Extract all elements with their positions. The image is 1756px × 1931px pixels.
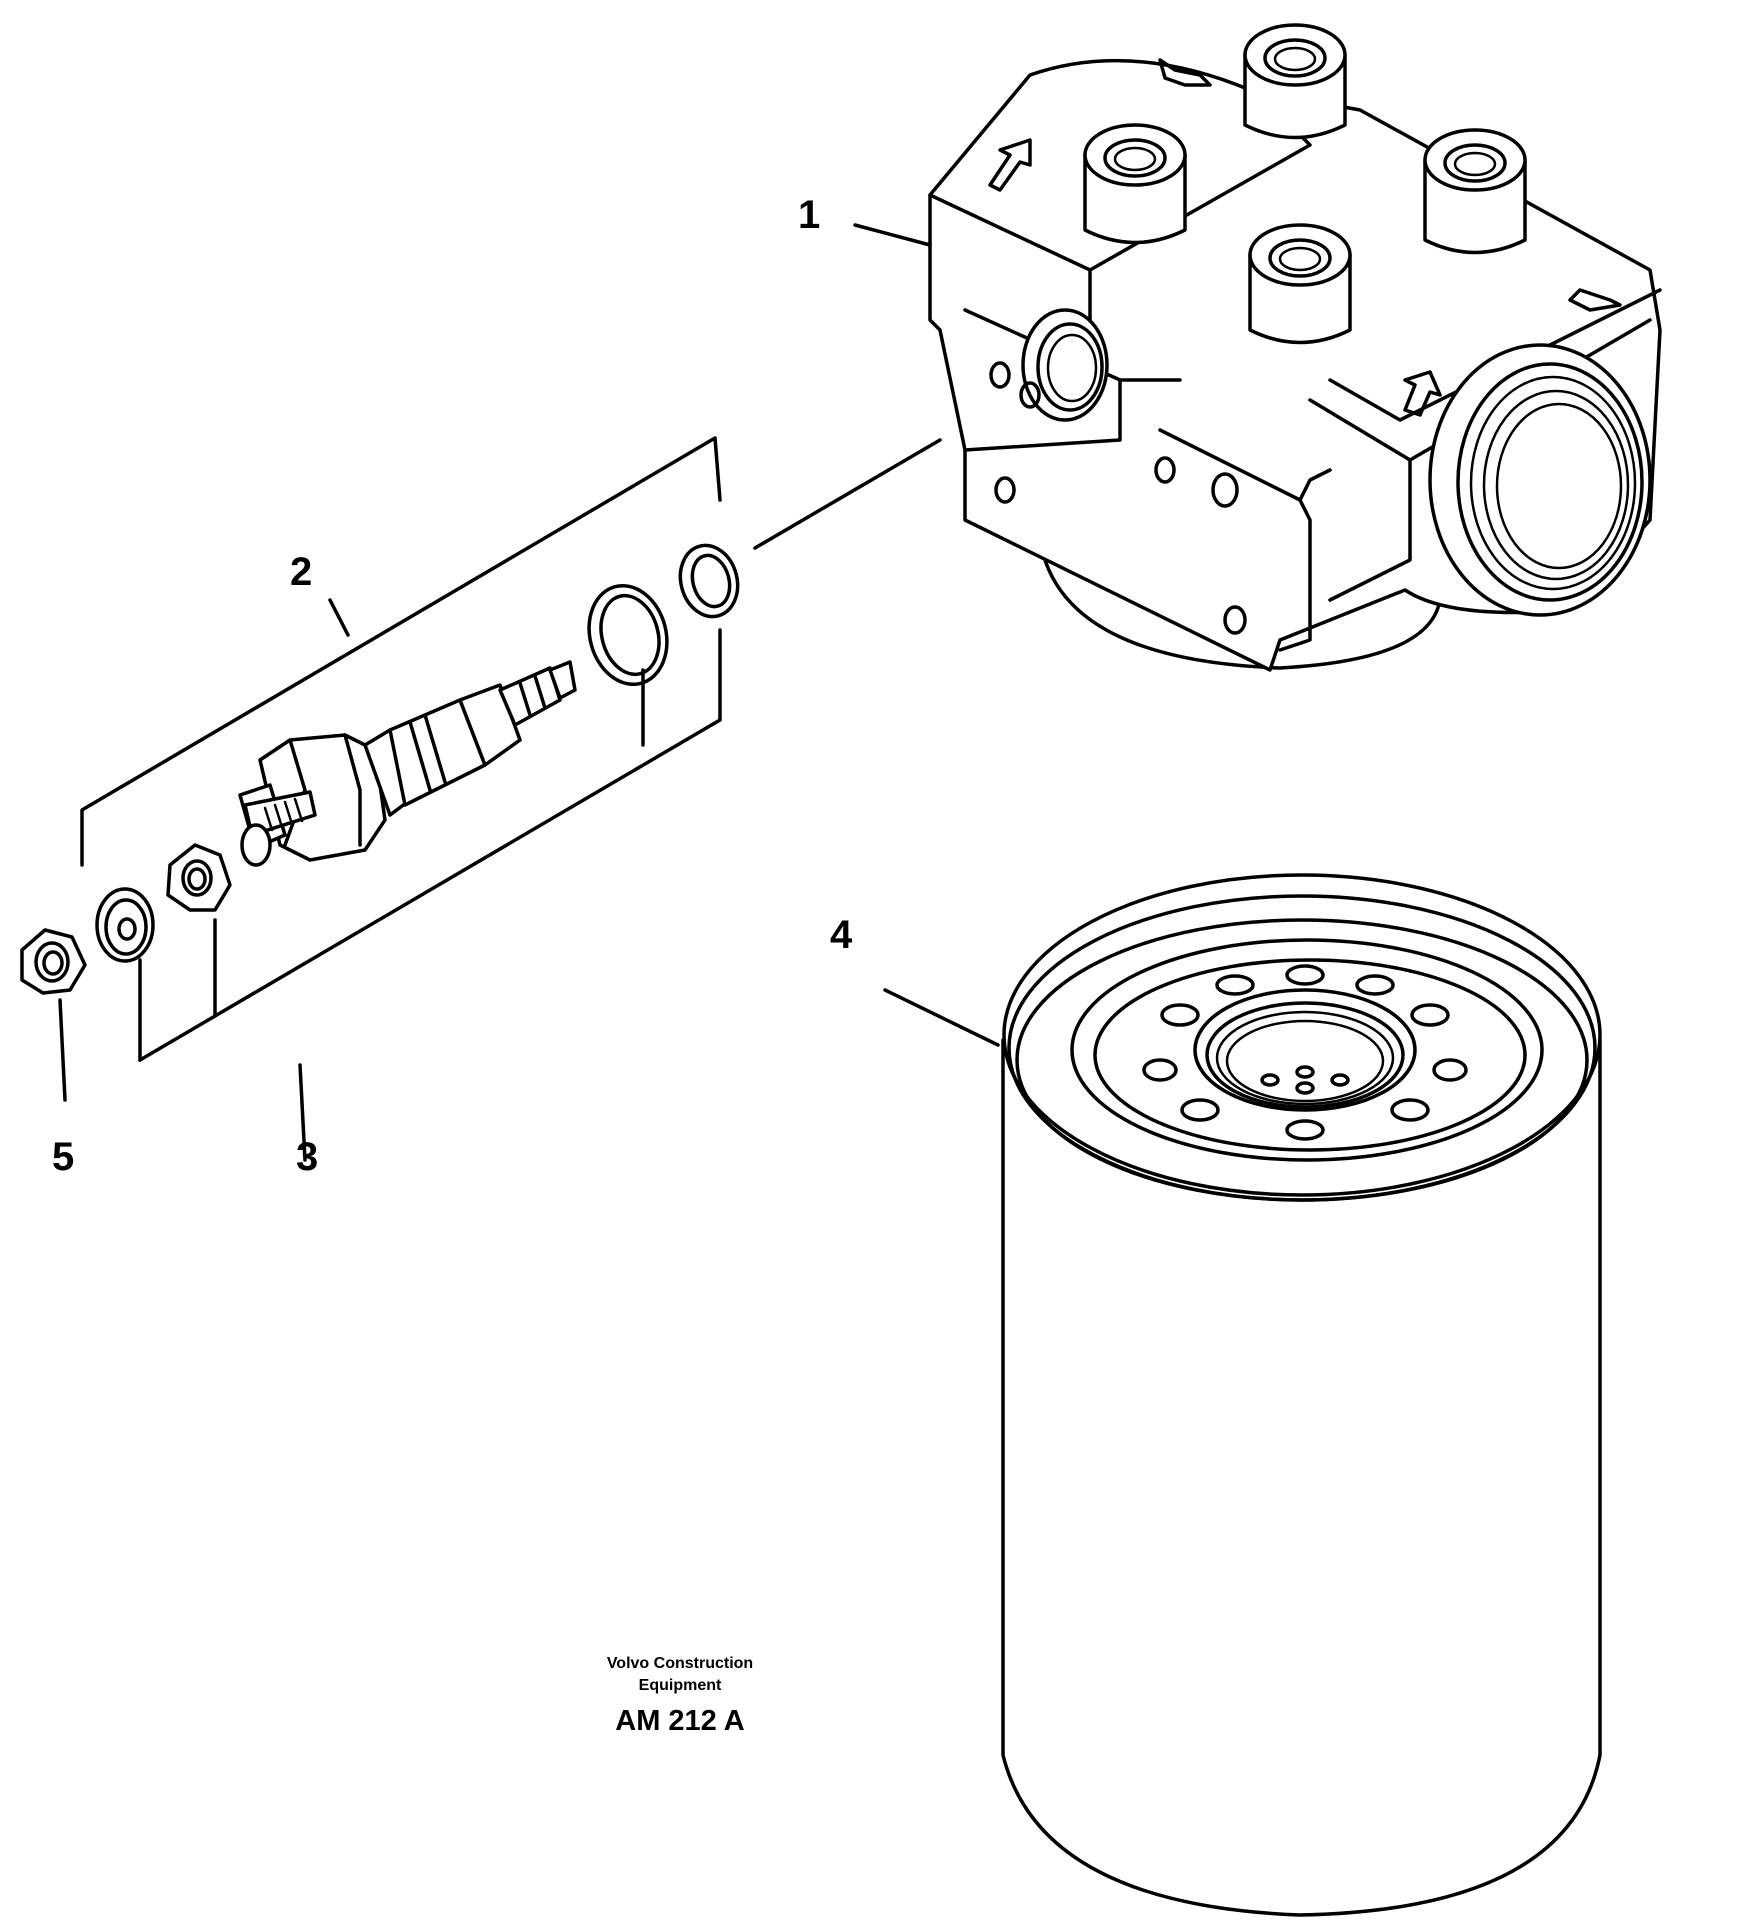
o-ring-small[interactable] <box>673 539 746 623</box>
boss-left <box>1083 123 1187 245</box>
filter-cartridge[interactable] <box>1001 873 1602 1917</box>
o-ring-large[interactable] <box>578 577 677 693</box>
leader-lines <box>298 223 1000 1162</box>
callout-1: 1 <box>798 193 820 237</box>
pressure-switch[interactable] <box>238 660 577 867</box>
publisher-line-2: Equipment <box>639 1677 722 1694</box>
filter-inlet-holes <box>1142 964 1468 1141</box>
callout-2: 2 <box>290 550 312 594</box>
hex-nut-3[interactable] <box>166 843 232 912</box>
mount-holes <box>989 361 1247 635</box>
callout-5: 5 <box>52 1135 74 1179</box>
boss-top <box>1243 23 1347 140</box>
publisher-line-1: Volvo Construction <box>607 1655 753 1672</box>
callout-4: 4 <box>830 913 853 957</box>
drawing-code: AM 212 A <box>615 1705 745 1737</box>
callout-3: 3 <box>296 1135 318 1179</box>
boss-right <box>1423 128 1527 255</box>
flow-arrow-icons <box>988 58 1622 417</box>
boss-center <box>1248 223 1352 345</box>
filter-head[interactable] <box>928 23 1662 672</box>
group-bracket-3 <box>138 628 722 1062</box>
group-bracket-2 <box>80 436 722 867</box>
hex-nut-5[interactable] <box>20 928 87 995</box>
washer[interactable] <box>95 887 155 963</box>
